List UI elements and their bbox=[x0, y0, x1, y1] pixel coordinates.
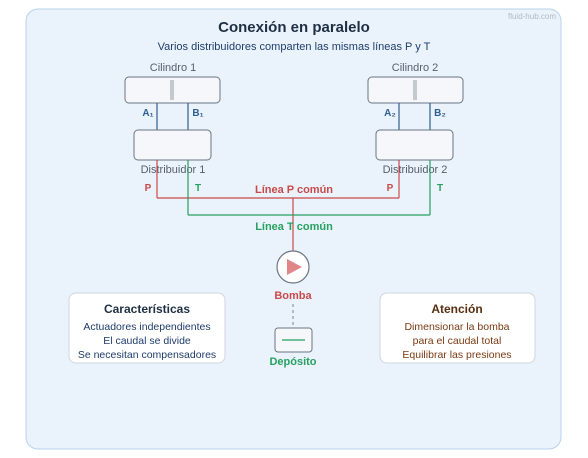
characteristics-card bbox=[68, 292, 226, 364]
attention-card bbox=[379, 292, 536, 364]
characteristics-item: Actuadores independientes bbox=[83, 321, 210, 333]
attention-item: para el caudal total bbox=[413, 335, 502, 347]
pump-label: Bomba bbox=[274, 290, 312, 302]
cylinder-2-port-a: A₂ bbox=[384, 108, 396, 119]
cylinder-2-piston bbox=[413, 80, 417, 100]
cylinder-2-port-b: B₂ bbox=[434, 108, 446, 119]
pump-triangle-icon bbox=[287, 259, 302, 275]
distributor-2-label: Distribuidor 2 bbox=[383, 164, 448, 176]
distributor-1-port-t: T bbox=[195, 183, 201, 194]
cylinder-1-port-b: B₁ bbox=[192, 108, 203, 119]
diagram-title: Conexión en paralelo bbox=[218, 19, 370, 36]
cylinder-1-label: Cilindro 1 bbox=[150, 62, 196, 74]
common-t-line-label: Línea T común bbox=[255, 221, 333, 233]
diagram-subtitle: Varios distribuidores comparten las mism… bbox=[158, 41, 431, 53]
characteristics-item: El caudal se divide bbox=[103, 335, 191, 347]
cylinder-1-port-a: A₁ bbox=[142, 108, 153, 119]
distributor-1-port-p: P bbox=[145, 183, 152, 194]
distributor-1-label: Distribuidor 1 bbox=[141, 164, 206, 176]
distributor-1-body bbox=[133, 129, 212, 161]
tank-label: Depósito bbox=[269, 356, 316, 368]
watermark: fluid-hub.com bbox=[508, 12, 556, 21]
attention-item: Equilibrar las presiones bbox=[402, 349, 511, 361]
attention-heading: Atención bbox=[431, 302, 482, 316]
characteristics-heading: Características bbox=[104, 302, 190, 316]
cylinder-1-piston bbox=[170, 80, 174, 100]
characteristics-item: Se necesitan compensadores bbox=[78, 349, 216, 361]
common-p-line-label: Línea P común bbox=[255, 184, 333, 196]
distributor-2-port-p: P bbox=[387, 183, 394, 194]
distributor-2-body bbox=[375, 129, 454, 161]
cylinder-2-label: Cilindro 2 bbox=[392, 62, 438, 74]
attention-item: Dimensionar la bomba bbox=[404, 321, 509, 333]
distributor-2-port-t: T bbox=[437, 183, 443, 194]
